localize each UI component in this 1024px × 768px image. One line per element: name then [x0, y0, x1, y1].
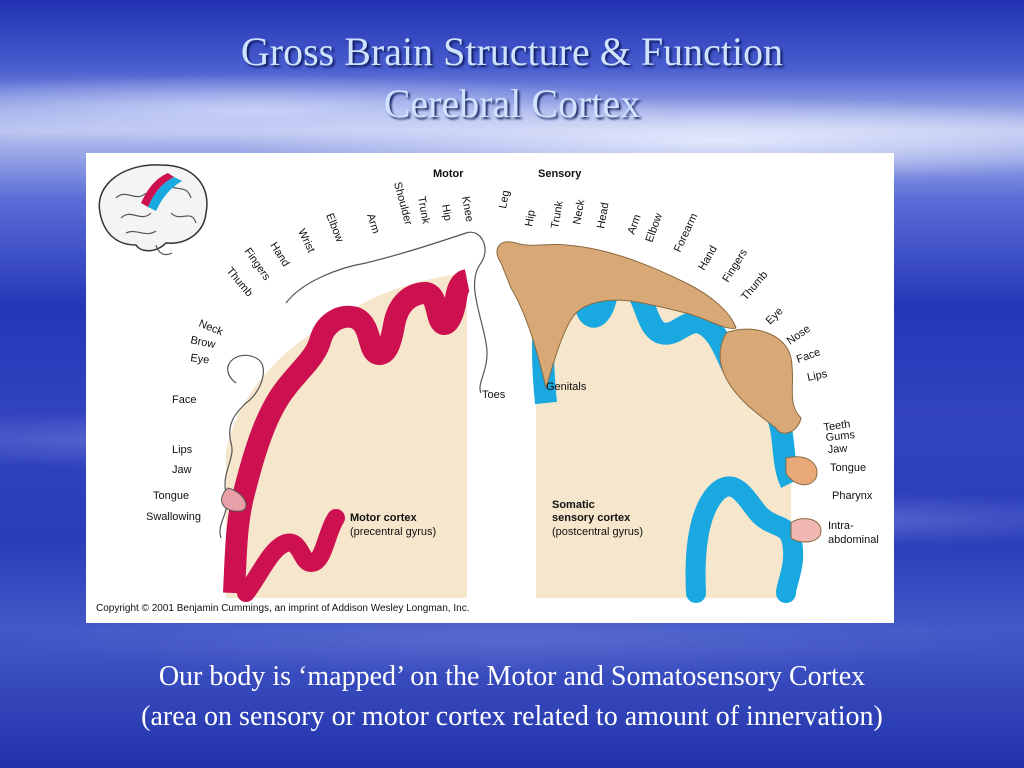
- sensory-label-face: Face: [795, 346, 822, 366]
- sensory-cortex-subtitle: (postcentral gyrus): [552, 526, 643, 538]
- slide-subtitle: Cerebral Cortex: [383, 81, 641, 126]
- motor-label-shoulder: Shoulder: [391, 181, 414, 227]
- sensory-label-hip: Hip: [523, 209, 538, 227]
- sensory-face: [719, 328, 802, 434]
- sensory-label-teeth: Teeth: [823, 418, 851, 434]
- brain-thumbnail-icon: [98, 164, 208, 256]
- sensory-label-intra: Intra-: [828, 520, 854, 532]
- motor-cortex-title: Motor cortex: [350, 512, 418, 524]
- homunculus-svg: Motor Sensory Knee Hip Trunk Shoulder Ar…: [96, 164, 879, 614]
- motor-cortex-subtitle: (precentral gyrus): [350, 526, 436, 538]
- homunculus-figure: Motor Sensory Knee Hip Trunk Shoulder Ar…: [86, 153, 894, 623]
- sensory-label-eye: Eye: [764, 305, 786, 327]
- sensory-label-genitals: Genitals: [546, 381, 587, 393]
- sensory-label-jaw: Jaw: [827, 443, 847, 456]
- sensory-homunculus: [496, 241, 737, 389]
- motor-label-hand: Hand: [267, 240, 291, 269]
- sensory-label-trunk: Trunk: [549, 200, 566, 230]
- motor-label-brow: Brow: [189, 334, 216, 351]
- motor-label-thumb: Thumb: [224, 265, 255, 299]
- slide-title: Gross Brain Structure & Function: [240, 29, 784, 74]
- motor-header: Motor: [433, 168, 464, 180]
- motor-cortex-band: [223, 269, 471, 594]
- sensory-label-lips: Lips: [806, 368, 829, 384]
- sensory-label-forearm: Forearm: [672, 212, 700, 255]
- motor-label-lips: Lips: [172, 444, 193, 456]
- motor-label-eye: Eye: [190, 352, 210, 367]
- sensory-label-fingers: Fingers: [720, 247, 750, 285]
- motor-label-elbow: Elbow: [323, 212, 345, 244]
- sensory-label-abdominal: abdominal: [828, 534, 879, 546]
- sensory-label-nose: Nose: [785, 323, 813, 348]
- sensory-cortex-title-1: Somatic: [552, 499, 595, 511]
- motor-label-jaw: Jaw: [172, 464, 192, 476]
- sensory-label-head: Head: [595, 202, 611, 230]
- sensory-label-neck: Neck: [571, 198, 587, 225]
- caption-line-2: (area on sensory or motor cortex related…: [141, 701, 883, 732]
- sensory-label-arm: Arm: [626, 213, 644, 236]
- motor-label-wrist: Wrist: [295, 227, 317, 255]
- motor-cortex-fold: [237, 509, 345, 602]
- copyright-text: Copyright © 2001 Benjamin Cummings, an i…: [96, 603, 469, 614]
- motor-label-trunk: Trunk: [415, 195, 432, 225]
- motor-label-arm: Arm: [364, 212, 382, 235]
- sensory-label-hand: Hand: [696, 244, 720, 273]
- motor-label-fingers: Fingers: [242, 246, 273, 283]
- caption-line-1: Our body is ‘mapped’ on the Motor and So…: [158, 661, 866, 692]
- sensory-tongue: [785, 456, 818, 486]
- sensory-label-pharynx: Pharynx: [832, 490, 873, 502]
- sensory-label-elbow: Elbow: [644, 212, 666, 244]
- motor-label-hip: Hip: [439, 203, 454, 221]
- sensory-label-thumb: Thumb: [739, 269, 770, 303]
- motor-label-toes: Toes: [482, 389, 506, 401]
- motor-label-knee: Knee: [459, 195, 475, 222]
- motor-label-swallowing: Swallowing: [146, 511, 201, 523]
- motor-tongue: [221, 487, 247, 512]
- motor-label-face: Face: [172, 394, 196, 406]
- sensory-label-tongue: Tongue: [830, 462, 866, 474]
- sensory-header: Sensory: [538, 168, 582, 180]
- sensory-cortex-title-2: sensory cortex: [552, 512, 631, 524]
- motor-tissue: [226, 273, 467, 598]
- sensory-label-leg: Leg: [497, 189, 512, 209]
- sensory-label-gums: Gums: [825, 429, 856, 444]
- motor-label-tongue: Tongue: [153, 490, 189, 502]
- sensory-cortex-fold: [685, 476, 804, 603]
- sensory-intra-abdominal: [790, 518, 822, 543]
